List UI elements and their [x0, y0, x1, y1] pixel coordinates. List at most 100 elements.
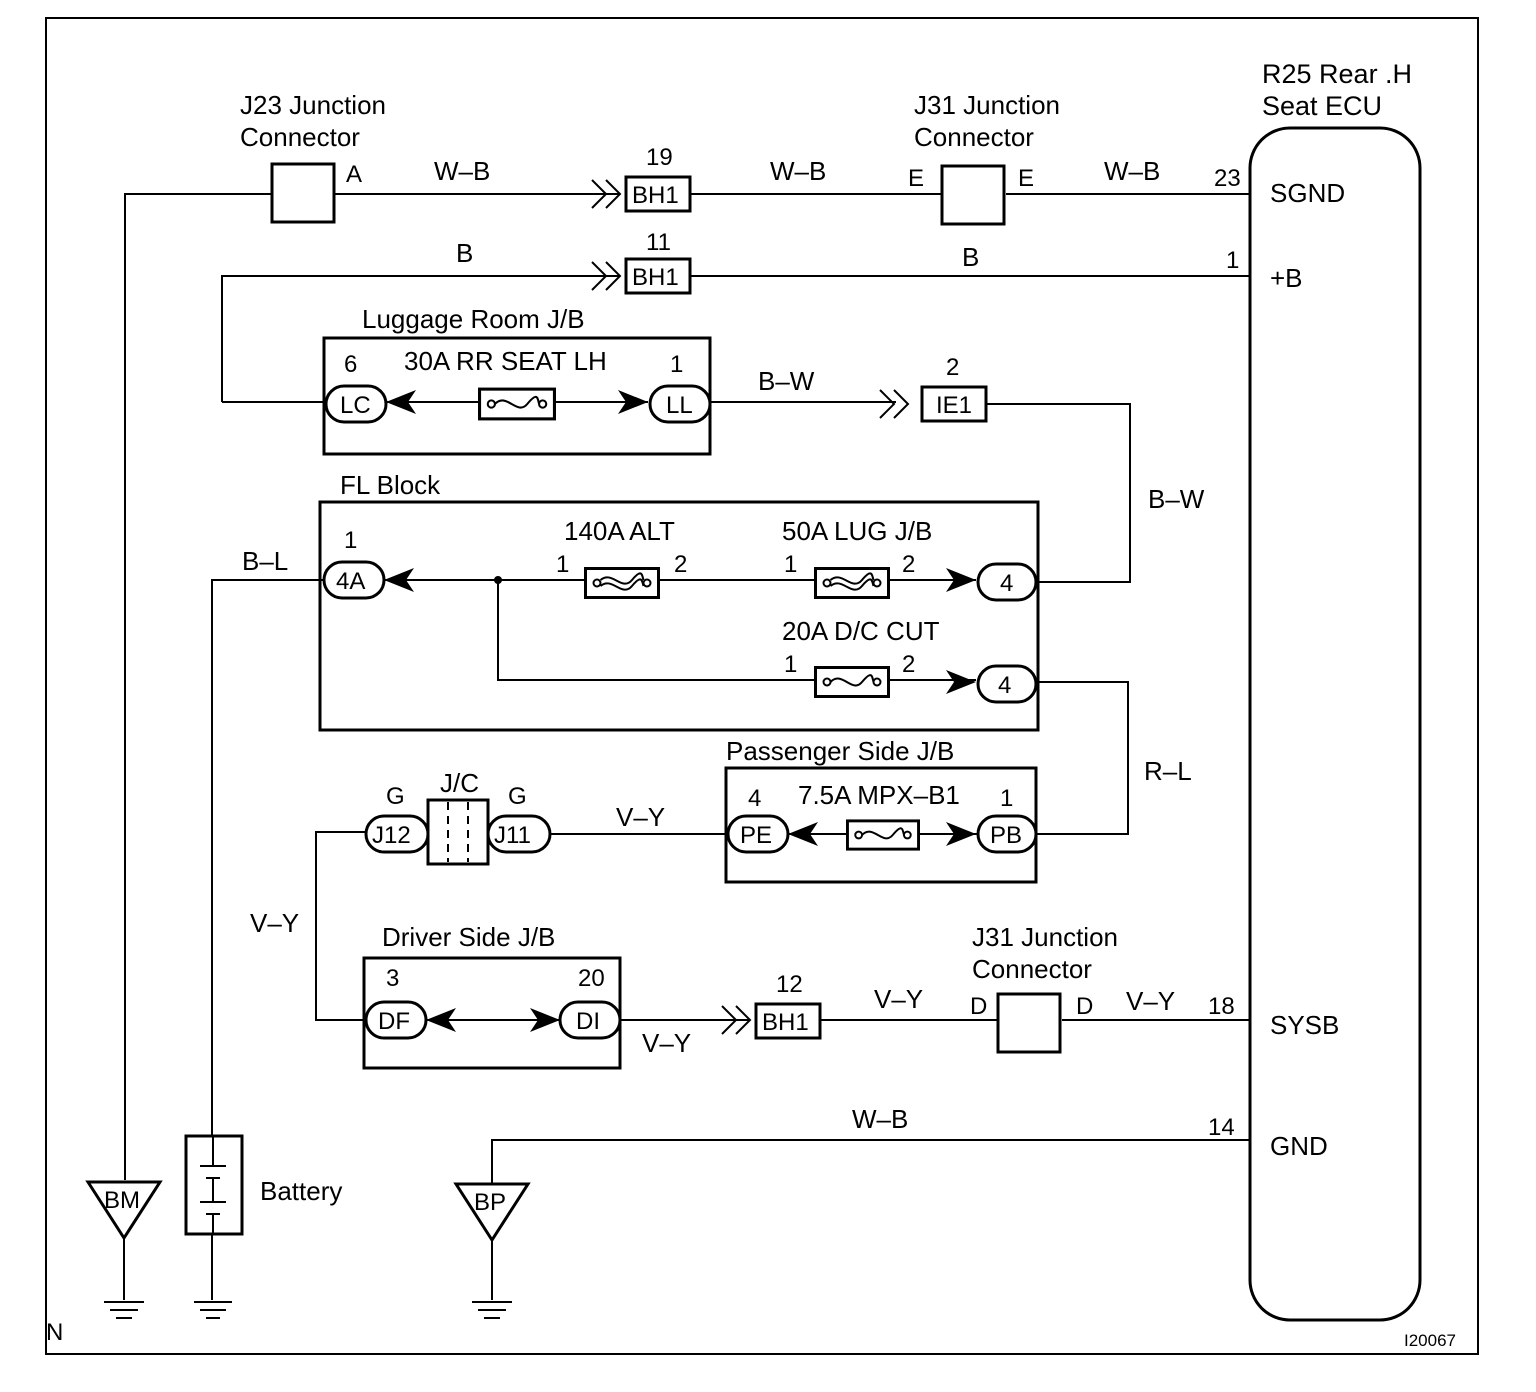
- passenger-fuse: [846, 819, 920, 851]
- arrow-df: [426, 1008, 456, 1032]
- ie1-connector: [920, 385, 988, 423]
- wire-label-plusb-2: B: [962, 242, 979, 272]
- wire-label-gnd: W–B: [852, 1104, 908, 1134]
- fl-block-title: FL Block: [340, 470, 441, 500]
- conn-j12: [364, 814, 430, 854]
- conn-j12-pin: G: [386, 783, 405, 810]
- ecu-pin-plusb-name: +B: [1270, 263, 1303, 293]
- wire-label-bh1-j31: V–Y: [874, 984, 923, 1014]
- wire-label-ie1-fl: B–W: [1148, 484, 1205, 514]
- wire-label-plusb-1: B: [456, 238, 473, 268]
- passenger-fuse-label: 7.5A MPX–B1: [798, 780, 960, 810]
- wire-plusb: [221, 275, 1250, 402]
- arrow-ll: [618, 390, 648, 414]
- battery-cells: [200, 1136, 226, 1234]
- luggage-fuse-label: 30A RR SEAT LH: [404, 346, 607, 376]
- ground-bm-label: BM: [104, 1187, 140, 1214]
- ground-bp: [472, 1240, 512, 1319]
- ecu-box: [1248, 126, 1422, 1322]
- wire-label-j31-sysb: V–Y: [1126, 986, 1175, 1016]
- ecu-pin-gnd-num: 14: [1208, 1114, 1235, 1141]
- bh1-mid-arrow: [591, 261, 622, 291]
- wire-label-battery: B–L: [242, 546, 288, 576]
- wire-label-pe-jc: V–Y: [616, 802, 665, 832]
- wire-label-sgnd-3: W–B: [1104, 156, 1160, 186]
- conn-out2: [976, 664, 1038, 704]
- fuse-lug-pin1: 1: [784, 551, 797, 578]
- bh1-mid-connector: [624, 257, 692, 295]
- conn-lc-label: LC: [340, 392, 371, 419]
- arrow-pe: [788, 822, 818, 846]
- ground-bm: [104, 1238, 144, 1319]
- conn-ll-label: LL: [666, 392, 693, 419]
- j23-title-line1: J23 Junction: [240, 90, 386, 120]
- conn-di: [558, 1000, 622, 1040]
- diagram-frame: [45, 17, 1479, 1355]
- fuse-dc-pin2: 2: [902, 651, 915, 678]
- driver-jb-title: Driver Side J/B: [382, 922, 555, 952]
- conn-4a-label: 4A: [336, 568, 365, 595]
- wire-label-jc-df: V–Y: [250, 908, 299, 938]
- j31-bot-connector: [996, 992, 1062, 1054]
- conn-4a-pin: 1: [344, 527, 357, 554]
- battery-label: Battery: [260, 1176, 342, 1206]
- j23-pin: A: [346, 161, 362, 188]
- conn-lc: [324, 384, 388, 424]
- conn-pb-label: PB: [990, 822, 1022, 849]
- j31-bot-pin-out: D: [1076, 993, 1093, 1020]
- j31-top-title-line2: Connector: [914, 122, 1034, 152]
- fuse-alt: [584, 566, 660, 600]
- luggage-jb-title: Luggage Room J/B: [362, 304, 585, 334]
- conn-out1-label: 4: [1000, 570, 1013, 597]
- fl-block-box: [318, 500, 1040, 732]
- ie1-arrow: [879, 389, 910, 419]
- j31-top-connector: [940, 164, 1006, 226]
- bh1-top-pin: 19: [646, 144, 673, 171]
- fuse-dc-label: 20A D/C CUT: [782, 616, 940, 646]
- ecu-pin-sysb-num: 18: [1208, 993, 1235, 1020]
- conn-pb-pin: 1: [1000, 785, 1013, 812]
- conn-j11-pin: G: [508, 783, 527, 810]
- bh1-top-arrow: [591, 179, 622, 209]
- ecu-pin-sgnd-num: 23: [1214, 165, 1241, 192]
- bh1-bot-name: BH1: [762, 1009, 809, 1036]
- conn-di-pin: 20: [578, 965, 605, 992]
- fuse-lug-pin2: 2: [902, 551, 915, 578]
- conn-j12-label: J12: [372, 822, 411, 849]
- wire-label-sgnd-2: W–B: [770, 156, 826, 186]
- ground-bp-triangle: [453, 1182, 531, 1243]
- corner-mark: N: [46, 1319, 63, 1346]
- j31-top-pin-out: E: [1018, 165, 1034, 192]
- arrow-4a: [384, 568, 414, 592]
- j23-title-line2: Connector: [240, 122, 360, 152]
- wire-fl-pb: [1036, 681, 1129, 835]
- conn-j11: [486, 814, 552, 854]
- conn-lc-pin: 6: [344, 351, 357, 378]
- bh1-mid-pin: 11: [646, 229, 671, 256]
- bh1-mid-name: BH1: [632, 264, 679, 291]
- conn-pe-label: PE: [740, 822, 772, 849]
- bh1-bot-connector: [754, 1002, 822, 1040]
- wire-label-di-bh1: V–Y: [642, 1028, 691, 1058]
- j31-top-pin-in: E: [908, 165, 924, 192]
- ground-bm-triangle: [85, 1180, 163, 1241]
- fl-junction-dot: [494, 576, 502, 584]
- arrow-out1: [946, 568, 976, 592]
- j31-bot-title-line2: Connector: [972, 954, 1092, 984]
- bh1-top-name: BH1: [632, 182, 679, 209]
- luggage-fuse: [478, 387, 556, 421]
- arrow-pb: [946, 822, 976, 846]
- arrow-out2: [946, 670, 976, 694]
- ground-bp-label: BP: [474, 1189, 506, 1216]
- bh1-bot-pin: 12: [776, 971, 803, 998]
- ecu-pin-gnd-name: GND: [1270, 1131, 1328, 1161]
- ie1-pin: 2: [946, 354, 959, 381]
- wire-jc-df: [315, 831, 366, 1021]
- fuse-dc-pin1: 1: [784, 651, 797, 678]
- ecu-pin-sysb-name: SYSB: [1270, 1010, 1339, 1040]
- wire-sgnd: [124, 193, 1250, 1180]
- jc-box: [426, 798, 490, 866]
- conn-out1: [976, 562, 1038, 602]
- ecu-title-line1: R25 Rear .H: [1262, 59, 1412, 89]
